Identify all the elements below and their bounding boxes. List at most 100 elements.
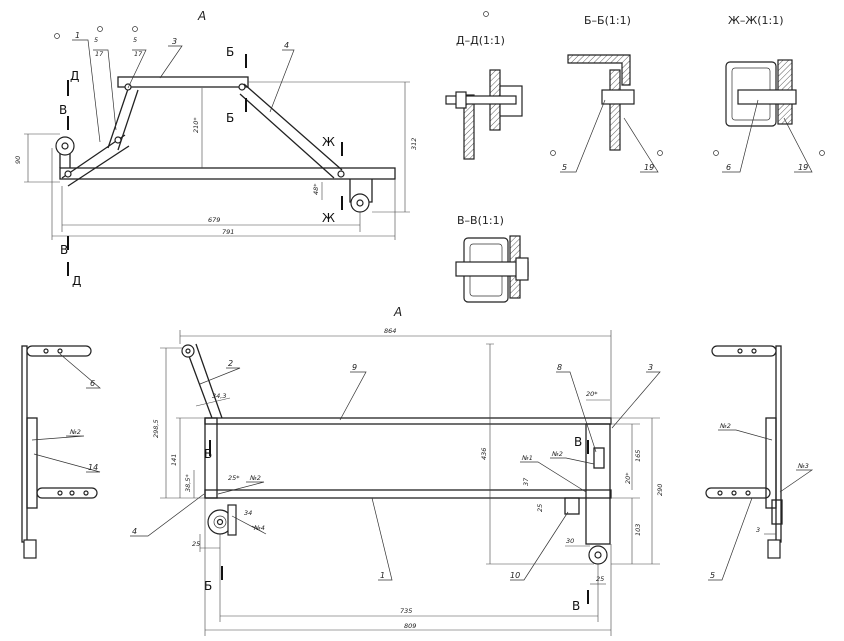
weld-leader-n2 [217, 481, 265, 495]
leader-5b [127, 49, 147, 89]
ref-mark [550, 150, 556, 156]
bolt [83, 490, 89, 496]
dd-plate [463, 94, 475, 160]
bolt [745, 490, 751, 496]
bottom-callout-1: 1 [380, 571, 385, 580]
leader-zz-6 [722, 99, 759, 173]
callout-5a: 5 [94, 36, 98, 44]
dim-165: 165 [634, 450, 642, 462]
dim-210: 210* [192, 117, 200, 133]
dd-nut [455, 91, 467, 109]
dim-679: 679 [208, 216, 220, 224]
dim-103: 103 [634, 524, 642, 536]
top-view: А 90 210* 312 679 791 48* [14, 9, 418, 288]
dim-141: 141 [170, 454, 178, 466]
leader-zz-19 [783, 117, 813, 173]
section-zz: Ж–Ж(1:1) 6 19 [713, 14, 825, 173]
section-vv: В–В(1:1) [455, 214, 529, 303]
dim-312: 312 [410, 138, 418, 150]
leader-side-5 [708, 497, 753, 581]
bottom-beam [59, 167, 396, 180]
weld-n2-right: №2 [719, 422, 731, 430]
dim-791: 791 [222, 228, 234, 236]
dim-2985: 298,5 [152, 419, 160, 438]
bracket-10 [564, 497, 580, 515]
dim-line-312 [248, 81, 410, 213]
dim-line-809 [204, 498, 612, 636]
dim-line-735 [219, 534, 599, 622]
section-label-v-top: В [59, 103, 67, 117]
bolt [737, 348, 743, 354]
section-label-zh-bottom: Ж [322, 211, 335, 225]
weld-leader-n1 [520, 461, 587, 493]
ref-mark [97, 26, 103, 32]
top-beam-3 [117, 76, 249, 88]
left-wheel-hub [61, 142, 69, 150]
top-view-title: А [197, 9, 206, 23]
dim-385: 38,5* [184, 474, 192, 492]
callout-1: 1 [75, 31, 80, 40]
pin [124, 83, 132, 91]
side-callout-5: 5 [710, 571, 715, 580]
dim-line-343 [195, 397, 231, 407]
leader-b10 [510, 511, 569, 581]
bolt [43, 348, 49, 354]
bottom-left-wheel-hub [216, 518, 224, 526]
bolt [57, 348, 63, 354]
right-bottom-arm [705, 487, 771, 499]
bolt [751, 348, 757, 354]
dim-25a: 25* [228, 474, 240, 482]
callout-4: 4 [284, 41, 289, 50]
zz-callout-19: 19 [798, 163, 808, 172]
leader-4 [269, 49, 295, 113]
section-label-d-top: Д [70, 69, 79, 83]
left-post [204, 417, 218, 499]
zz-callout-6: 6 [726, 163, 731, 172]
left-side-wheel [23, 539, 37, 559]
left-wheel-bracket [227, 504, 237, 536]
dim-25b: 25 [192, 540, 200, 548]
bottom-callout-8: 8 [557, 363, 562, 372]
leader-b8 [556, 371, 597, 453]
pin [337, 170, 345, 178]
ref-mark [54, 33, 60, 39]
dim-436: 436 [480, 448, 488, 460]
callout-17a: 17 [95, 50, 104, 58]
leader-5a [93, 49, 117, 131]
bracket-8 [593, 447, 605, 469]
dim-809: 809 [404, 622, 416, 630]
weld-leader-left [31, 435, 85, 441]
bottom-view-title: А [393, 305, 402, 319]
leader-b4 [130, 493, 205, 537]
dim-37: 37 [522, 477, 530, 486]
link-1 [61, 134, 130, 187]
bb-angle-top [567, 54, 631, 86]
leader-side-14 [33, 453, 101, 473]
pin [238, 83, 246, 91]
leader-b9 [339, 371, 367, 421]
top-hinge-pin [185, 348, 191, 354]
dim-343: 34,3 [212, 392, 226, 400]
bottom-callout-3: 3 [648, 363, 653, 372]
dim-line-679 [61, 186, 361, 232]
side-callout-14: 14 [88, 463, 98, 472]
section-vv-title: В–В(1:1) [457, 214, 504, 227]
leader-b1 [371, 497, 393, 581]
leader-side-6 [59, 353, 101, 389]
leader-b3 [611, 371, 661, 429]
bottom-right-wheel-hub [594, 551, 602, 559]
bolt [717, 490, 723, 496]
bolt [69, 490, 75, 496]
weld-leader-n4 [231, 515, 267, 535]
callout-5b: 5 [133, 36, 137, 44]
weld-n3-right: №3 [797, 462, 809, 470]
dim-line-436 [486, 343, 594, 565]
right-side-wheel [767, 539, 781, 559]
weld-leader-n2-mid [550, 457, 595, 465]
section-label-zh-top: Ж [322, 135, 335, 149]
section-bb: Б–Б(1:1) 5 19 [550, 14, 663, 173]
dim-34: 34 [244, 509, 252, 517]
dim-line-90 [24, 133, 60, 183]
right-wheel-hub [356, 199, 364, 207]
